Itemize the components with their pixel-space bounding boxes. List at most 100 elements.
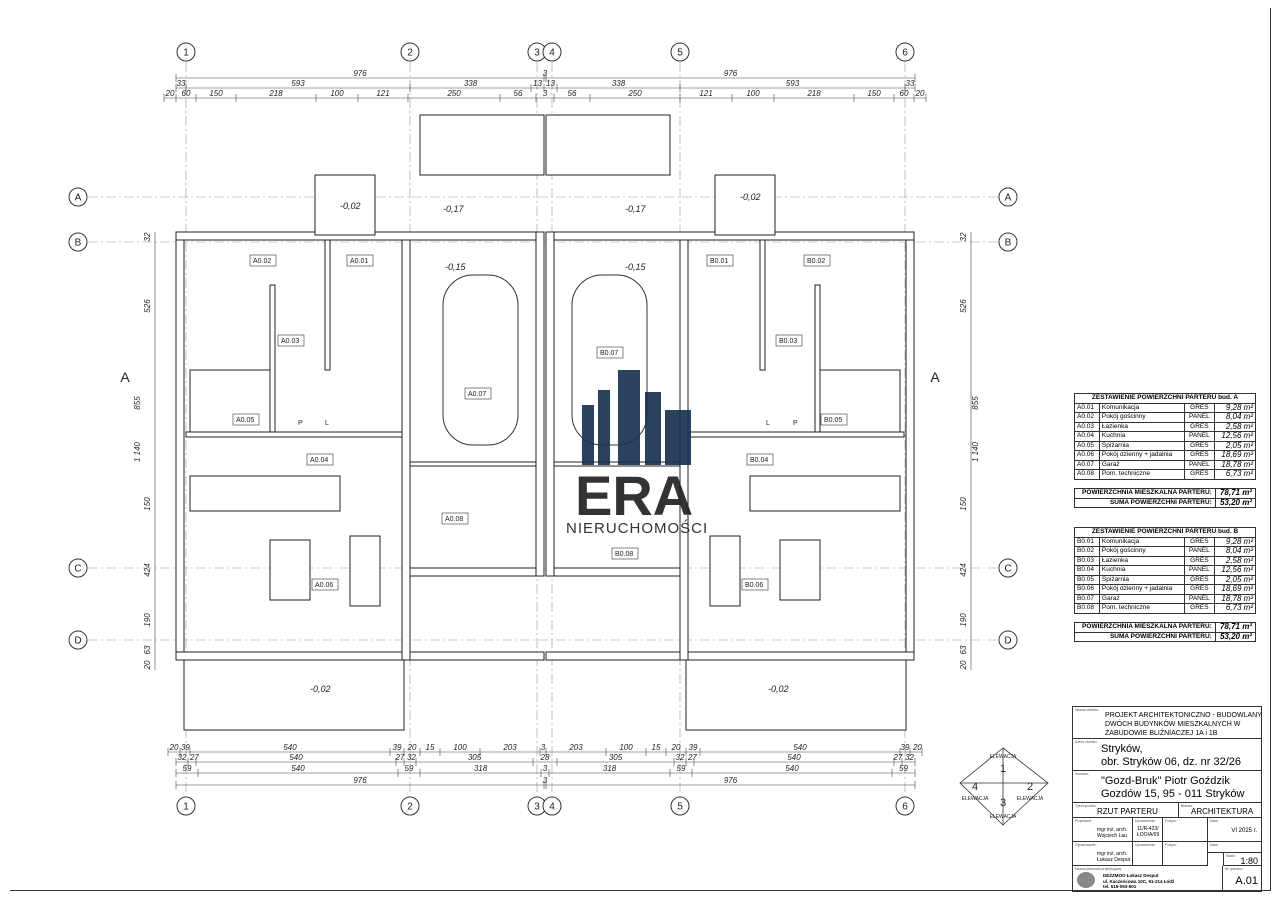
- floor-type: PANEL: [1184, 412, 1215, 423]
- dimension-label: 100: [746, 89, 760, 98]
- kitchen-counter: [749, 475, 901, 512]
- living-label: POWIERZCHNIA MIESZKALNA PARTERU:: [1074, 488, 1216, 499]
- room-id: A0.07: [1074, 459, 1100, 470]
- room-name: Kuchnia: [1098, 565, 1186, 576]
- pantry-label: P: [298, 420, 303, 427]
- dimension-label: 63: [143, 645, 152, 654]
- dimension-label: 27: [687, 753, 697, 762]
- interior-wall: [324, 239, 331, 371]
- dimension-label: 150: [143, 497, 152, 511]
- axis-label: 6: [902, 48, 908, 59]
- floor-type: GRES: [1184, 603, 1215, 614]
- interior-wall: [814, 284, 821, 433]
- entrance-canopy: [314, 174, 376, 236]
- entrance-canopy: [714, 174, 776, 236]
- dimension-label: 32: [676, 753, 685, 762]
- room-label: A0.08: [445, 516, 463, 523]
- label: Tytuł rysunku:: [1075, 804, 1097, 808]
- area: 18,69 m²: [1213, 450, 1257, 461]
- company-line: tel. 515-093-601: [1103, 884, 1137, 889]
- floor-type: GRES: [1184, 450, 1215, 461]
- elevation-mark: -0,15: [445, 262, 467, 272]
- dimension-label: 32: [959, 232, 968, 241]
- axis-label: B: [75, 238, 82, 249]
- author-line: mgr inż. arch.: [1097, 851, 1128, 857]
- axis-label: 3: [534, 48, 540, 59]
- dimension-label: 20: [959, 660, 968, 670]
- elevation-mark: -0,02: [768, 684, 789, 694]
- interior-wall: [759, 239, 766, 371]
- label: Nazwa jednostki projektującej:: [1075, 867, 1123, 871]
- room-tag: [775, 334, 803, 347]
- room-id: A0.01: [1074, 402, 1100, 413]
- dimension-label: 3: [543, 764, 548, 773]
- elevation-mark: -0,02: [740, 192, 761, 202]
- axis-label: 4: [549, 48, 555, 59]
- label: Podpis:: [1165, 843, 1177, 847]
- pantry-label: L: [766, 420, 770, 427]
- dimension-label: 218: [806, 89, 821, 98]
- kitchen-counter: [189, 475, 341, 512]
- room-label: B0.05: [824, 417, 842, 424]
- floor-type: GRES: [1184, 402, 1215, 413]
- perm-line: 11/R-423/: [1137, 826, 1159, 832]
- elevation-mark: -0,17: [443, 204, 465, 214]
- axis-label: 6: [902, 802, 908, 813]
- area: 6,73 m²: [1213, 469, 1257, 480]
- floor-type: GRES: [1184, 469, 1215, 480]
- interior-wall: [269, 284, 276, 433]
- label: Skala:: [1226, 854, 1236, 858]
- room-name: Spiżarnia: [1098, 574, 1186, 585]
- dimension-label: 540: [785, 764, 799, 773]
- axis-bubble: [68, 187, 88, 207]
- elevation-mark: -0,15: [625, 262, 647, 272]
- axis-bubble: [670, 42, 690, 62]
- axis-bubble: [176, 42, 196, 62]
- dimension-label: 976: [724, 776, 738, 785]
- dimension-label: 526: [143, 299, 152, 313]
- dimension-label: 150: [959, 497, 968, 511]
- dimension-label: 59: [899, 764, 908, 773]
- room-id: B0.05: [1074, 574, 1100, 585]
- object-line: DWÓCH BUDYNKÓW MIESZKALNYCH W: [1105, 721, 1241, 728]
- elevation-mark: -0,17: [625, 204, 647, 214]
- terrace: [183, 659, 405, 731]
- room-tag: [306, 453, 334, 466]
- floor-type: GRES: [1184, 440, 1215, 451]
- dimension-label: 976: [353, 776, 367, 785]
- dimension-label: 59: [183, 764, 192, 773]
- dimension-label: 20: [915, 89, 925, 98]
- room-label: B0.04: [750, 457, 768, 464]
- living-value: 78,71 m²: [1214, 488, 1257, 499]
- dimension-label: 1 140: [971, 441, 980, 462]
- dimension-label: 203: [568, 743, 583, 752]
- room-label: A0.02: [253, 258, 271, 265]
- table-title: ZESTAWIENIE POWIERZCHNI PARTERU bud. B: [1074, 527, 1256, 538]
- dimension-label: 150: [867, 89, 881, 98]
- room-tag: [311, 578, 339, 591]
- floor-type: PANEL: [1184, 593, 1215, 604]
- room-id: A0.03: [1074, 421, 1100, 432]
- dimension-label: 15: [426, 743, 435, 752]
- dimension-label: 39: [901, 743, 910, 752]
- dimension-label: 338: [464, 79, 478, 88]
- room-id: A0.05: [1074, 440, 1100, 451]
- dimension-label: 20: [407, 743, 417, 752]
- dimension-label: 56: [514, 89, 523, 98]
- dimension-label: 32: [905, 753, 914, 762]
- era-logo: ERA NIERUCHOMOŚCI: [566, 370, 707, 537]
- dimension-label: 190: [143, 613, 152, 627]
- area-table-a: ZESTAWIENIE POWIERZCHNI PARTERU bud. A A…: [1074, 393, 1257, 480]
- designer-line: mgr inż. arch.: [1097, 827, 1128, 833]
- exterior-wall: [175, 231, 185, 661]
- dimension-label: 20: [671, 743, 681, 752]
- dining-table: [709, 535, 741, 607]
- axis-label: C: [74, 564, 81, 575]
- area: 2,58 m²: [1213, 421, 1257, 432]
